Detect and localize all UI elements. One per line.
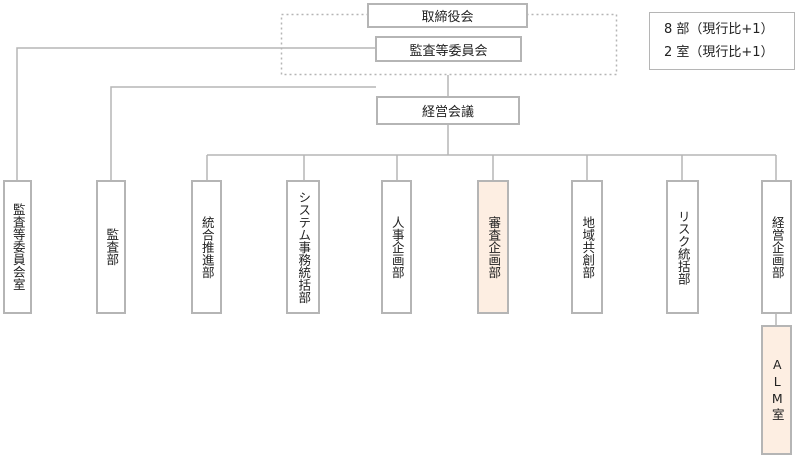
legend-rooms-count: 2 室（現行比+1） xyxy=(664,45,774,60)
connector-audit-committee-office xyxy=(16,47,375,180)
alm-room-label: ALM室 xyxy=(769,357,785,423)
department-label: 監査等委員会室 xyxy=(10,203,26,291)
department-label: 審査企画部 xyxy=(486,215,502,279)
department-systems-operations: システム事務統括部 xyxy=(286,180,320,314)
department-label: システム事務統括部 xyxy=(296,190,312,304)
legend-box: 8 部（現行比+1） 2 室（現行比+1） xyxy=(649,12,795,70)
department-credit-planning: 審査企画部 xyxy=(477,180,509,314)
department-label: 人事企画部 xyxy=(389,215,405,279)
board-of-directors-label: 取締役会 xyxy=(421,10,474,25)
department-audit: 監査部 xyxy=(96,180,126,314)
legend-departments-count: 8 部（現行比+1） xyxy=(664,22,774,37)
audit-committee-label: 監査等委員会 xyxy=(409,43,488,59)
connector-management-audit xyxy=(110,86,376,180)
management-meeting-box: 経営会議 xyxy=(376,96,520,125)
department-label: 統合推進部 xyxy=(199,215,215,279)
department-corporate-planning: 経営企画部 xyxy=(761,180,792,314)
department-audit-committee-office: 監査等委員会室 xyxy=(3,180,32,314)
department-hr-planning: 人事企画部 xyxy=(381,180,412,314)
department-integration-promotion: 統合推進部 xyxy=(191,180,222,314)
audit-committee-box: 監査等委員会 xyxy=(375,36,522,62)
department-regional-co-creation: 地域共創部 xyxy=(571,180,603,314)
department-label: リスク統括部 xyxy=(675,209,691,285)
management-meeting-label: 経営会議 xyxy=(421,105,474,120)
department-label: 地域共創部 xyxy=(580,215,596,279)
department-label: 経営企画部 xyxy=(769,215,785,279)
department-risk-management: リスク統括部 xyxy=(666,180,699,314)
alm-room-box: ALM室 xyxy=(761,325,792,455)
board-group-dotted-frame xyxy=(280,13,618,76)
board-of-directors-box: 取締役会 xyxy=(367,3,528,28)
department-label: 監査部 xyxy=(104,228,120,266)
